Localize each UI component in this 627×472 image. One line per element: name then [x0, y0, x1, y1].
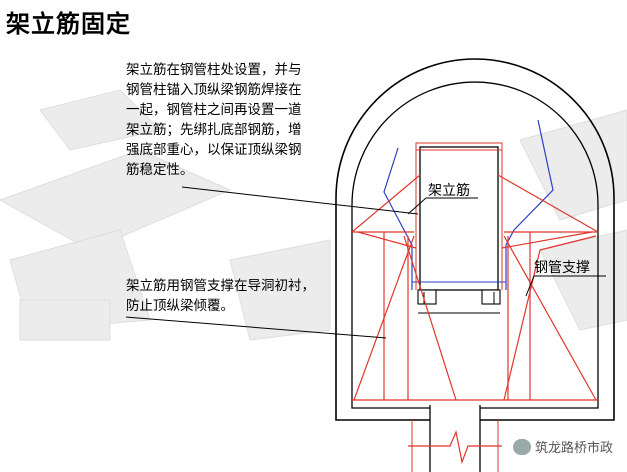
note-top-line: 筋稳定性。 [126, 162, 194, 178]
pipe-support-left-1 [353, 235, 415, 401]
watermark: 筑龙路桥市政 [512, 437, 613, 456]
tunnel-inner-outline [351, 81, 599, 409]
label-rebar: 架立筋 [428, 183, 470, 199]
note-top-line: 架立筋在钢管柱处设置，并与 [126, 62, 302, 78]
column-head-right [481, 289, 501, 305]
leader-top-note [181, 186, 419, 215]
pipe-support-right-2 [503, 249, 541, 401]
note-top-line: 钢管柱锚入顶纵梁钢筋焊接在 [126, 82, 302, 98]
page-title: 架立筋固定 [6, 10, 131, 38]
note-top-line: 架立筋；先绑扎底部钢筋，增 [126, 122, 302, 138]
watermark-text: 筑龙路桥市政 [534, 441, 613, 456]
note-bottom: 架立筋用钢管支撑在导洞初衬， 防止顶纵梁倾覆。 [126, 276, 338, 316]
leader-bottom-note [125, 316, 387, 339]
leader-pipe-label-diag [525, 275, 535, 297]
label-pipe-support: 钢管支撑 [534, 260, 590, 276]
pipe-support-right-3 [539, 235, 597, 251]
column-head-left [417, 289, 437, 305]
blue-bar-right [505, 119, 554, 290]
note-top-line: 一起，钢管柱之间再设置一道 [126, 102, 302, 118]
beam-rebar-cage [415, 142, 503, 151]
top-longitudinal-beam [419, 146, 499, 291]
pipe-support-right-1 [503, 235, 597, 401]
rebar-top-right [497, 174, 599, 233]
tunnel-outer-outline [335, 58, 615, 421]
pipe-support-left-2 [403, 235, 457, 401]
leader-rebar-label-diag [407, 197, 427, 215]
note-top-line: 强底部重心，以保证顶纵梁钢 [126, 142, 302, 158]
wechat-icon [512, 438, 531, 455]
rebar-diag-right-1 [501, 231, 593, 249]
rebar-top-left [351, 174, 421, 233]
break-symbol [408, 429, 502, 465]
bottom-opening-mask [430, 405, 480, 425]
note-bottom-line: 防止顶纵梁倾覆。 [126, 298, 234, 314]
note-top: 架立筋在钢管柱处设置，并与 钢管柱锚入顶纵梁钢筋焊接在 一起，钢管柱之间再设置一… [126, 60, 338, 180]
note-bottom-line: 架立筋用钢管支撑在导洞初衬， [126, 278, 315, 294]
